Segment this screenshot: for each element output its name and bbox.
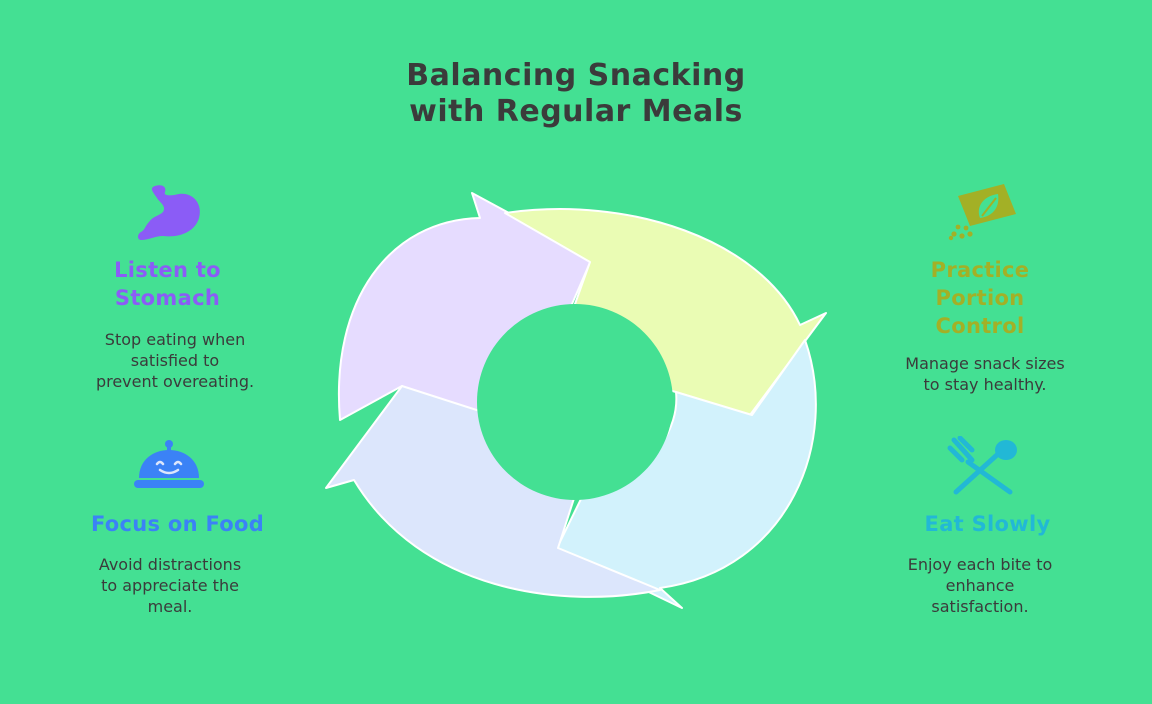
description-line: Avoid distractions <box>98 555 242 574</box>
description-line: to appreciate the <box>101 576 239 595</box>
description-line: enhance <box>945 576 1015 595</box>
title-line-1: Balancing Snacking <box>406 58 746 93</box>
description-line: prevent overeating. <box>95 372 255 391</box>
stomach-icon <box>138 185 200 240</box>
item-description: Avoid distractions to appreciate the mea… <box>55 554 285 617</box>
description-line: Stop eating when <box>104 330 246 349</box>
description-line: satisfied to <box>130 351 220 370</box>
description-line: to stay healthy. <box>923 375 1047 394</box>
heading-line: Listen to <box>114 258 221 282</box>
page-title: Balancing Snacking with Regular Meals <box>0 58 1152 130</box>
fork-spoon-icon <box>947 436 1017 495</box>
heading-line: Stomach <box>114 286 221 310</box>
item-heading: Focus on Food <box>60 510 295 538</box>
description-line: satisfaction. <box>931 597 1029 616</box>
item-heading: Practice Portion Control <box>880 256 1080 340</box>
item-heading: Eat Slowly <box>885 510 1090 538</box>
description-line: Manage snack sizes <box>905 354 1065 373</box>
heading-line: Practice <box>930 258 1030 282</box>
item-heading: Listen to Stomach <box>70 256 265 312</box>
item-description: Enjoy each bite to enhance satisfaction. <box>870 554 1090 617</box>
food-cloche-icon <box>134 440 204 488</box>
cycle-segment-cyan <box>556 339 817 609</box>
heading-line: Eat Slowly <box>924 512 1051 536</box>
portion-seed-packet-icon <box>948 184 1016 241</box>
description-line: Enjoy each bite to <box>907 555 1053 574</box>
item-description: Manage snack sizes to stay healthy. <box>870 353 1100 395</box>
heading-line: Focus on Food <box>90 512 265 536</box>
heading-line: Portion <box>935 286 1025 310</box>
heading-line: Control <box>935 314 1025 338</box>
item-description: Stop eating when satisfied to prevent ov… <box>60 329 290 392</box>
title-line-2: with Regular Meals <box>409 94 743 129</box>
description-line: meal. <box>147 597 193 616</box>
